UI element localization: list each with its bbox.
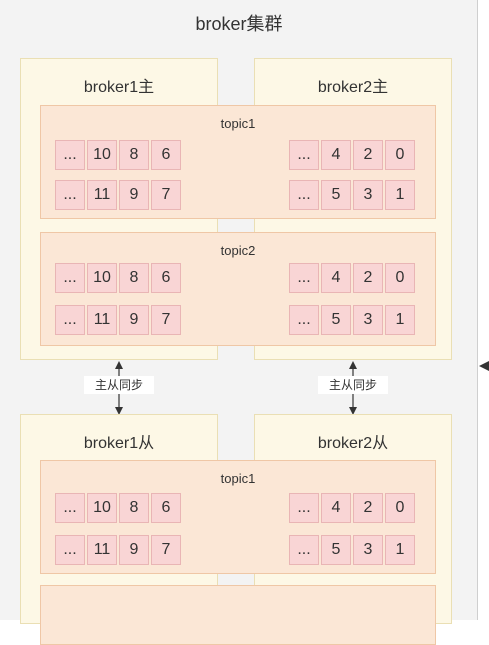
queue-row-left-bottom: ... 11 9 7 [55, 180, 181, 210]
broker-title: broker1从 [83, 435, 155, 452]
broker-title: broker1主 [83, 79, 155, 96]
sync-connector-2: 主从同步 [318, 360, 388, 416]
topic-box-master-1: topic1 ... 10 8 6 ... 11 9 7 ... 4 2 0 .… [40, 105, 436, 219]
queue-cell: 6 [151, 493, 181, 523]
queue-cell: ... [55, 263, 85, 293]
queue-cell: 5 [321, 305, 351, 335]
queue-cell: 7 [151, 305, 181, 335]
sync-label: 主从同步 [84, 376, 154, 394]
queue-cell: 8 [119, 493, 149, 523]
topic-title: topic2 [220, 243, 256, 258]
queue-cell: ... [289, 180, 319, 210]
queue-row-right-bottom: ... 5 3 1 [289, 305, 415, 335]
queue-row-right-top: ... 4 2 0 [289, 263, 415, 293]
queue-cell: 5 [321, 535, 351, 565]
sync-connector-1: 主从同步 [84, 360, 154, 416]
queue-cell: 9 [119, 535, 149, 565]
queue-cell: 7 [151, 180, 181, 210]
topic-title: topic1 [220, 116, 256, 131]
queue-cell: ... [289, 263, 319, 293]
queue-cell: 4 [321, 140, 351, 170]
queue-cell: 8 [119, 263, 149, 293]
cluster-title: broker集群 [195, 14, 283, 34]
queue-cell: 0 [385, 140, 415, 170]
topic-box-slave-1: topic1 ... 10 8 6 ... 11 9 7 ... 4 2 0 .… [40, 460, 436, 574]
topic-box-master-2: topic2 ... 10 8 6 ... 11 9 7 ... 4 2 0 .… [40, 232, 436, 346]
queue-row-left-top: ... 10 8 6 [55, 493, 181, 523]
queue-cell: 6 [151, 263, 181, 293]
queue-cell: 7 [151, 535, 181, 565]
queue-row-right-top: ... 4 2 0 [289, 493, 415, 523]
topic-box-slave-2 [40, 585, 436, 645]
sync-label: 主从同步 [318, 376, 388, 394]
queue-cell: 2 [353, 493, 383, 523]
queue-cell: 4 [321, 493, 351, 523]
broker-title: broker2从 [317, 435, 389, 452]
queue-cell: 10 [87, 493, 117, 523]
triangle-left-icon [479, 361, 489, 371]
queue-row-left-bottom: ... 11 9 7 [55, 305, 181, 335]
broker-title: broker2主 [317, 79, 389, 96]
queue-row-right-top: ... 4 2 0 [289, 140, 415, 170]
queue-cell: 1 [385, 180, 415, 210]
queue-cell: ... [55, 535, 85, 565]
queue-cell: 0 [385, 493, 415, 523]
queue-cell: 5 [321, 180, 351, 210]
queue-cell: ... [55, 140, 85, 170]
queue-cell: 3 [353, 535, 383, 565]
queue-cell: 3 [353, 305, 383, 335]
broker-cluster: broker集群 broker1主 broker2主 topic1 ... 10… [0, 0, 478, 645]
queue-cell: 2 [353, 263, 383, 293]
queue-cell: ... [55, 493, 85, 523]
queue-cell: ... [55, 305, 85, 335]
queue-cell: 11 [87, 180, 117, 210]
queue-row-left-top: ... 10 8 6 [55, 140, 181, 170]
queue-row-right-bottom: ... 5 3 1 [289, 535, 415, 565]
queue-cell: 1 [385, 535, 415, 565]
queue-cell: 2 [353, 140, 383, 170]
topic-title: topic1 [220, 471, 256, 486]
queue-row-right-bottom: ... 5 3 1 [289, 180, 415, 210]
queue-cell: 9 [119, 180, 149, 210]
queue-cell: ... [289, 140, 319, 170]
queue-cell: 11 [87, 305, 117, 335]
queue-cell: 8 [119, 140, 149, 170]
queue-cell: ... [289, 305, 319, 335]
queue-cell: 10 [87, 140, 117, 170]
queue-row-left-bottom: ... 11 9 7 [55, 535, 181, 565]
queue-cell: 3 [353, 180, 383, 210]
queue-cell: 11 [87, 535, 117, 565]
queue-cell: 4 [321, 263, 351, 293]
queue-cell: ... [55, 180, 85, 210]
queue-cell: 0 [385, 263, 415, 293]
queue-cell: 9 [119, 305, 149, 335]
queue-row-left-top: ... 10 8 6 [55, 263, 181, 293]
queue-cell: 10 [87, 263, 117, 293]
queue-cell: 6 [151, 140, 181, 170]
queue-cell: ... [289, 493, 319, 523]
queue-cell: ... [289, 535, 319, 565]
queue-cell: 1 [385, 305, 415, 335]
